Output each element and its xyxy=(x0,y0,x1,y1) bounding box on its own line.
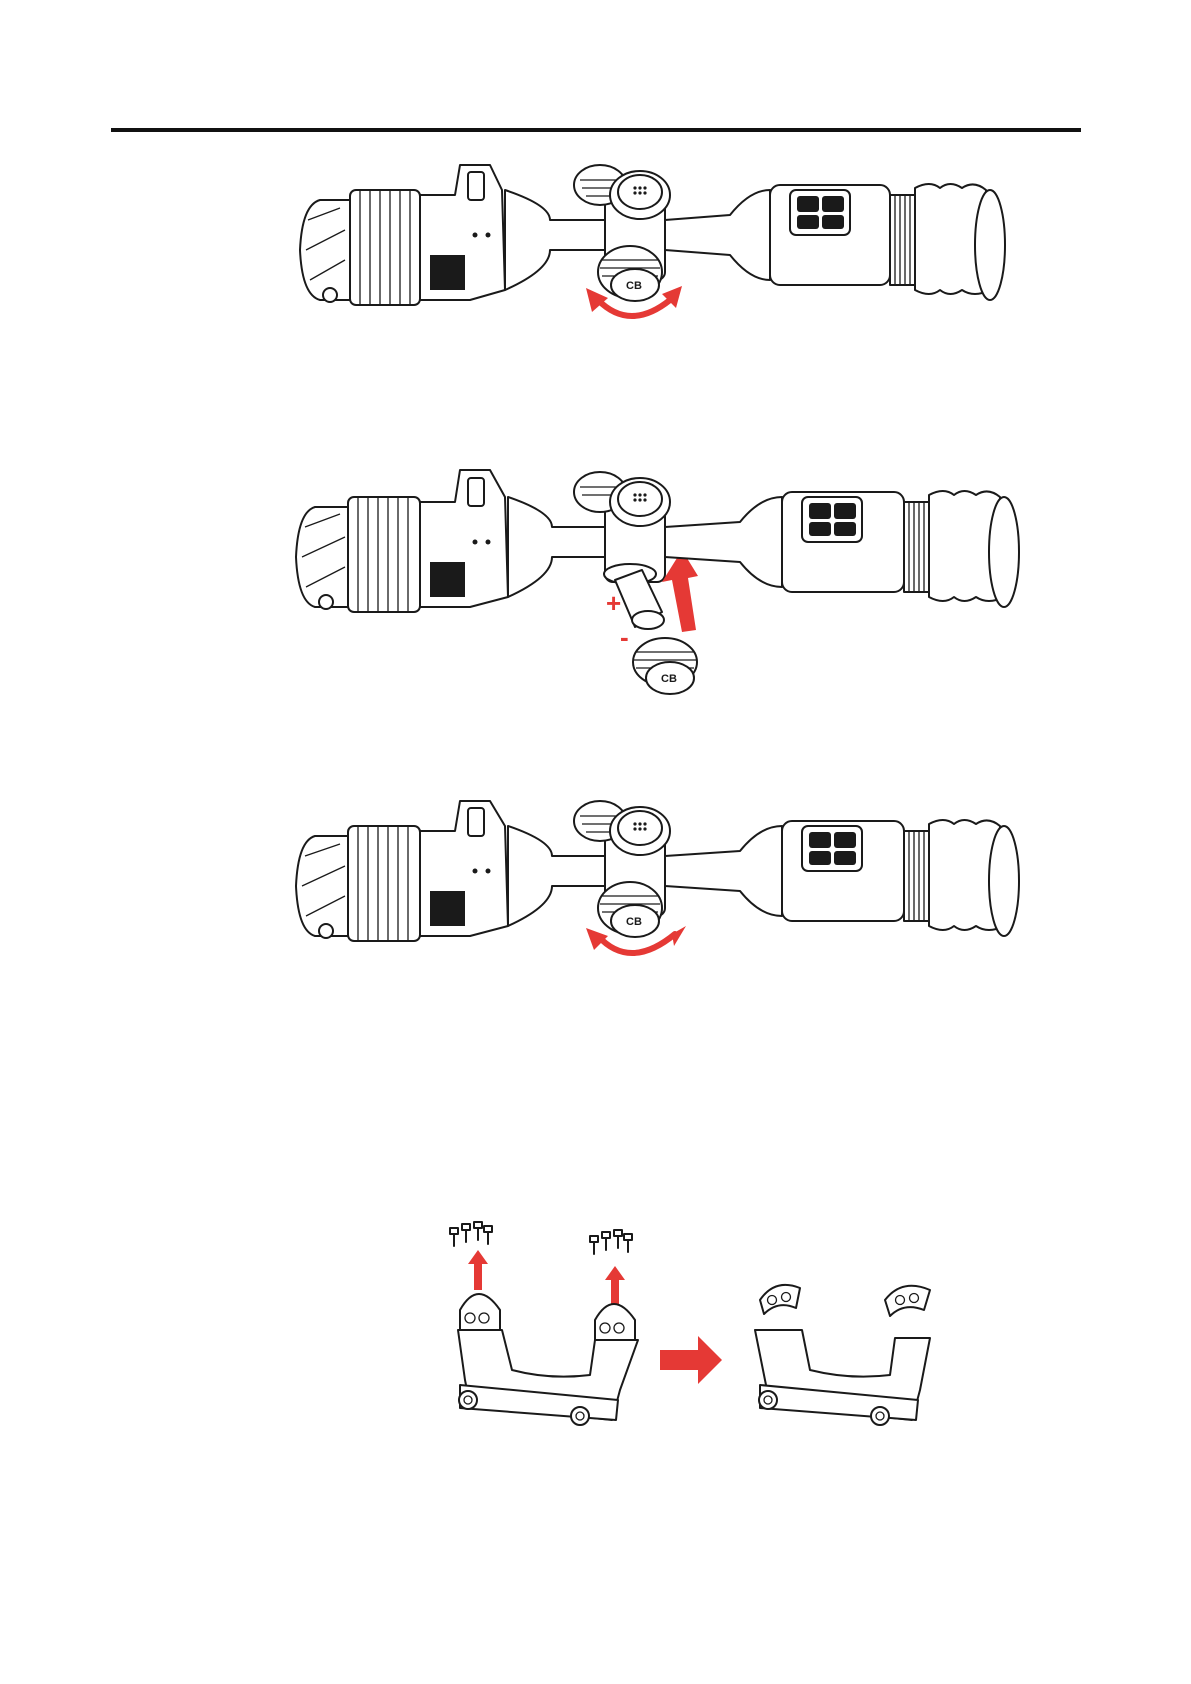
header-rule xyxy=(111,128,1081,132)
screws-left xyxy=(450,1222,492,1246)
rear-tube xyxy=(665,826,782,916)
eyepiece-body xyxy=(782,821,904,921)
eyecup xyxy=(904,491,1019,607)
lens-cover xyxy=(296,507,348,609)
side-knob[interactable]: CB xyxy=(598,246,662,301)
up-arrow-left xyxy=(468,1250,488,1290)
mount-disassembled xyxy=(755,1285,930,1425)
minus-icon xyxy=(834,503,856,519)
minus-icon xyxy=(834,832,856,848)
knob-label: CB xyxy=(626,280,642,292)
lens-cover xyxy=(296,836,348,938)
front-housing xyxy=(420,470,508,607)
plus-icon xyxy=(797,196,819,212)
objective-focus-ring xyxy=(350,190,420,305)
minus-icon xyxy=(822,196,844,212)
screws-right xyxy=(590,1230,632,1254)
eyecup xyxy=(904,820,1019,936)
side-knob[interactable]: CB xyxy=(598,882,662,937)
right-arrow xyxy=(660,1336,722,1384)
knob-label: CB xyxy=(626,916,642,928)
front-housing xyxy=(420,801,508,936)
scope-figure-knob-removed: CB + - xyxy=(290,462,1090,722)
eyecup xyxy=(890,184,1005,300)
front-housing xyxy=(420,165,505,300)
knob-label: CB xyxy=(661,673,677,685)
objective-focus-ring xyxy=(348,497,420,612)
eyepiece-body xyxy=(770,185,890,285)
eyepiece-body xyxy=(782,492,904,592)
rear-tube xyxy=(665,190,770,280)
minus-sign: - xyxy=(620,622,629,652)
side-knob-detached[interactable]: CB xyxy=(633,638,697,694)
plus-sign: + xyxy=(606,588,621,618)
scope-figure-rotate-knob-lock: CB xyxy=(290,796,1090,996)
mount-assembled xyxy=(458,1294,638,1425)
push-arrow xyxy=(662,550,698,632)
up-arrow-right xyxy=(605,1266,625,1304)
plus-icon xyxy=(809,503,831,519)
plus-icon xyxy=(809,832,831,848)
mount-rings-figure xyxy=(430,1220,1010,1430)
objective-focus-ring xyxy=(348,826,420,941)
lens-cover xyxy=(300,200,350,302)
scope-figure-rotate-knob: CB xyxy=(290,160,1070,360)
